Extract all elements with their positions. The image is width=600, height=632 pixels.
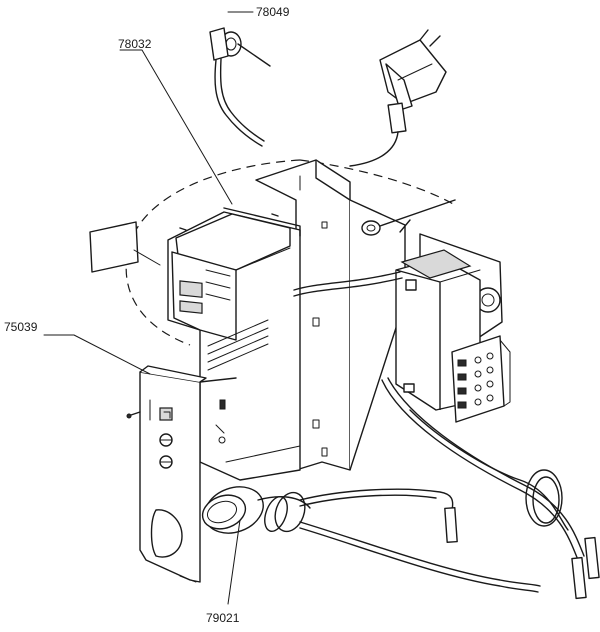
cable-loop (293, 271, 403, 297)
capillary-sensors (381, 377, 600, 600)
gauge-79021 (201, 486, 541, 593)
front-panel-75039 (126, 365, 237, 583)
leader-lines (43, 11, 254, 605)
label-78032: 78032 (118, 37, 152, 51)
label-75039: 75039 (4, 320, 38, 334)
label-79021: 79021 (206, 611, 240, 625)
terminal-box (395, 233, 511, 423)
label-78049: 78049 (256, 5, 290, 19)
sensor-78049 (209, 27, 271, 147)
control-unit-78032 (167, 207, 301, 481)
label-plate (89, 221, 139, 273)
power-plug (349, 29, 447, 167)
mounting-bracket (255, 159, 456, 471)
